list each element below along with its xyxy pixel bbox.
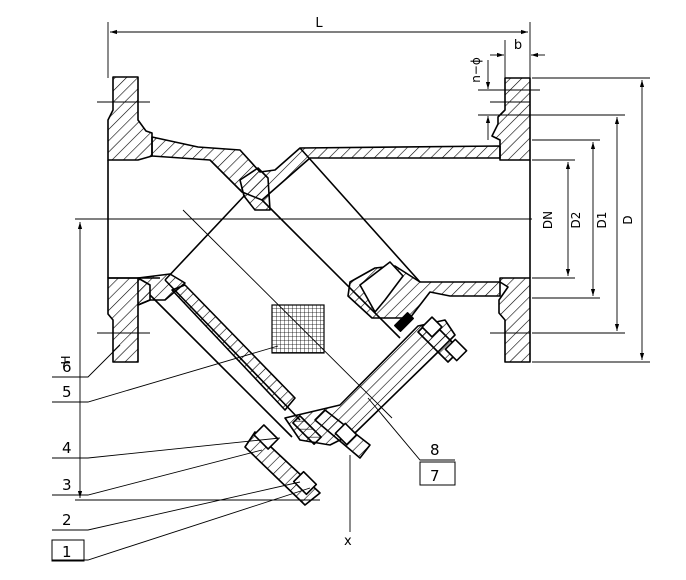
gasket-left [292, 415, 322, 445]
dimension-H [75, 222, 320, 501]
dim-label-D: D [621, 215, 635, 224]
leader-4 [52, 437, 281, 459]
upper-body-wall [151, 136, 501, 201]
right-flange [491, 77, 531, 161]
dimension-L [107, 22, 531, 78]
callout-8: 8 [430, 441, 440, 459]
callout-box-1 [51, 539, 85, 562]
screen-tube-end [164, 194, 246, 281]
screen-tube-top [261, 199, 401, 339]
dim-label-bolt-holes: n−ϕ [469, 57, 483, 83]
callout-x: x [344, 534, 352, 549]
callout-6: 6 [62, 358, 72, 376]
dim-label-D1: D1 [595, 212, 609, 229]
bolt-lower [244, 424, 321, 506]
housing-lower-wall [171, 284, 296, 411]
dim-label-b: b [514, 38, 522, 53]
bolt-upper [417, 316, 468, 363]
diagonal-centerline [182, 209, 393, 419]
callout-4: 4 [62, 439, 72, 457]
left-flange [107, 76, 153, 161]
dimension-b [490, 40, 545, 78]
right-flange-lower [498, 277, 531, 363]
callout-3: 3 [62, 476, 72, 494]
callout-leaders [52, 344, 455, 561]
vertical-dimensions [532, 77, 650, 363]
leader-2 [52, 481, 301, 531]
dim-label-D2: D2 [569, 212, 583, 229]
leader-1 [52, 487, 311, 561]
leader-6 [52, 344, 121, 378]
screen-tube-outer-left [149, 294, 293, 438]
bolt-middle [314, 409, 371, 459]
callout-1: 1 [62, 543, 72, 561]
leader-5 [52, 345, 279, 403]
leader-3 [52, 449, 263, 496]
gasket-upper [394, 312, 414, 332]
leader-8-7 [367, 397, 455, 461]
dim-label-H: H [59, 355, 73, 364]
dim-label-L: L [315, 16, 323, 31]
callout-2: 2 [62, 511, 72, 529]
strainer-screen-mesh [271, 304, 325, 354]
body-outline [107, 76, 531, 506]
callout-5: 5 [62, 383, 72, 401]
dimension-bolt-holes [478, 60, 540, 140]
seat-insert [359, 261, 404, 313]
callout-box-7 [419, 461, 456, 486]
housing-diagonal-upper [299, 147, 421, 283]
dim-label-DN: DN [541, 211, 555, 229]
center-lines [75, 101, 532, 419]
callout-7: 7 [430, 467, 440, 485]
